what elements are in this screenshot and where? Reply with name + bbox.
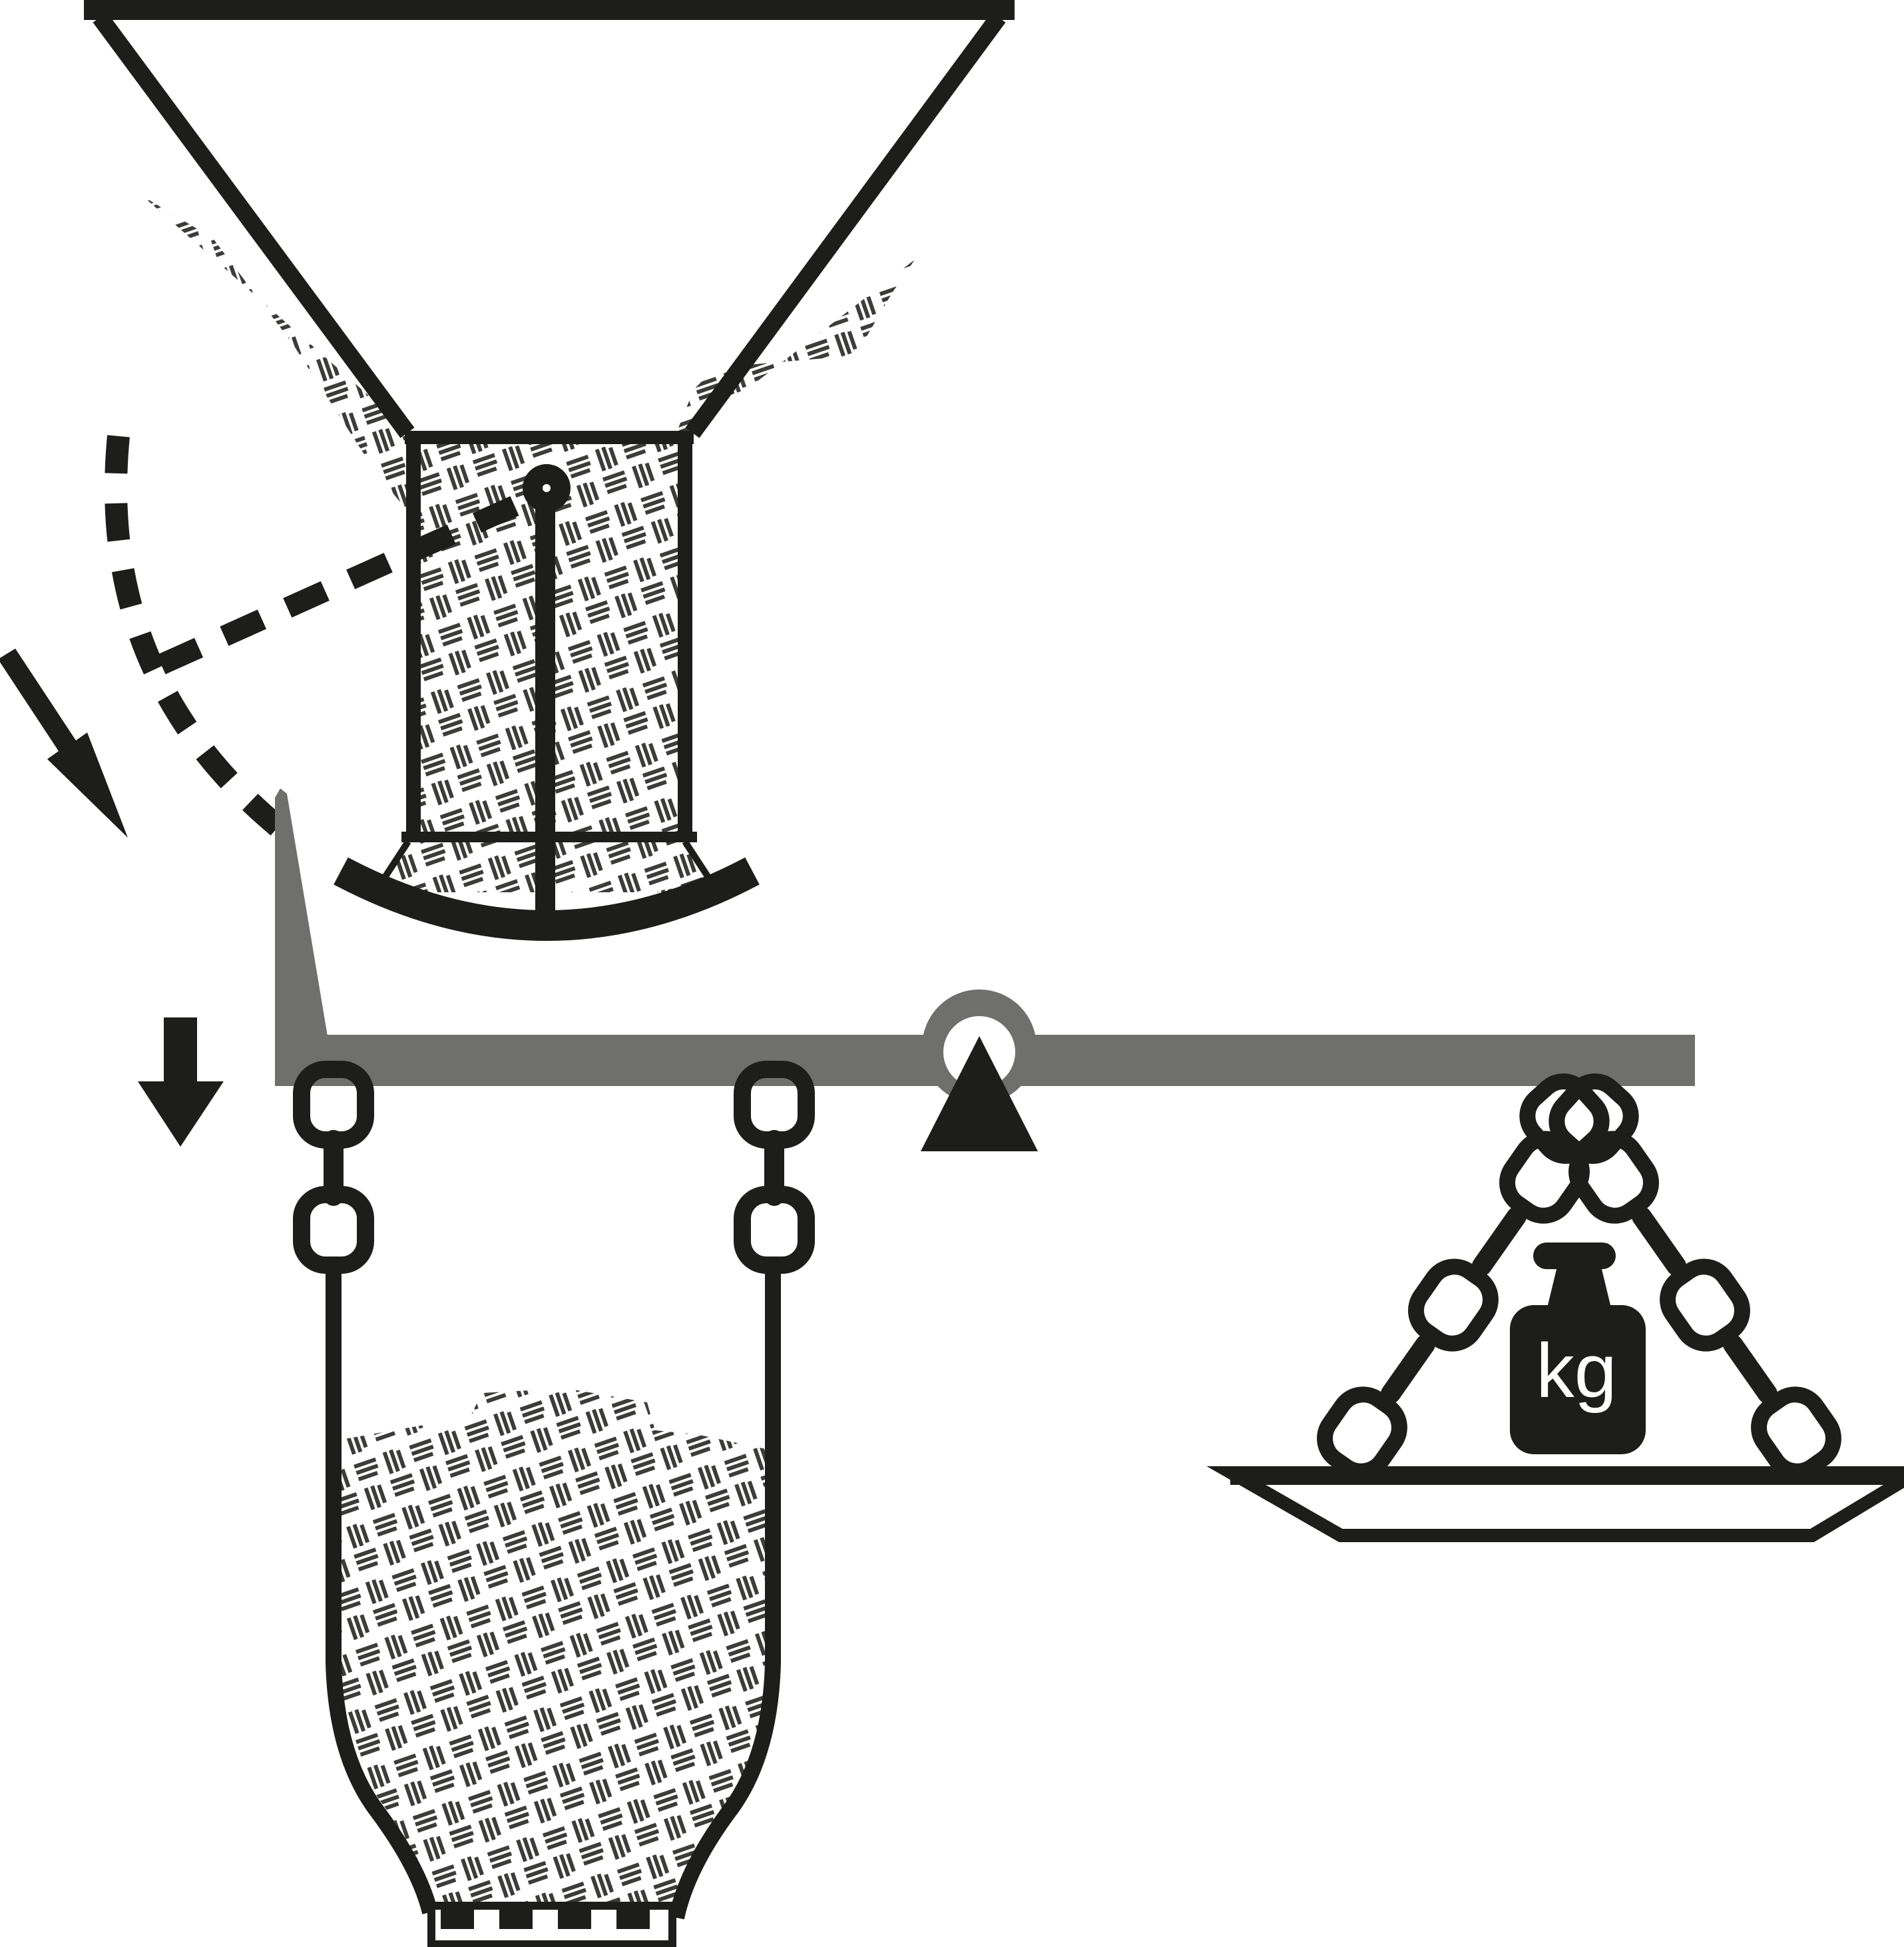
bag-material — [341, 1388, 766, 1906]
chain-link — [1472, 1207, 1527, 1276]
chain-link — [1751, 1386, 1841, 1480]
hopper-rim — [84, 0, 1015, 20]
chain-link — [1408, 1258, 1499, 1352]
chain-link — [1499, 1131, 1590, 1224]
gate-motion — [0, 435, 529, 840]
hopper-wall-left — [93, 12, 415, 438]
kg-weight-neck — [1547, 1264, 1611, 1308]
kg-weight: kg — [1510, 1243, 1646, 1454]
beam-drop-arrow — [138, 1017, 224, 1147]
bag-side-left — [326, 1260, 438, 1914]
chain-link — [1381, 1334, 1435, 1404]
counterweight-hanger — [1317, 1073, 1841, 1480]
chain-link — [1568, 1131, 1659, 1224]
chain-link — [1317, 1386, 1407, 1480]
gate-swing-path-dashed-arc — [105, 435, 290, 840]
gate — [334, 464, 760, 941]
kg-weight-body — [1510, 1305, 1646, 1454]
material-flow-arrow — [0, 649, 128, 838]
bag-chain-front — [293, 1061, 374, 1274]
kg-weight-handle — [1533, 1243, 1616, 1269]
hopper-wall-right — [685, 12, 1006, 438]
chain-link — [1660, 1258, 1750, 1352]
weighing-pan — [1206, 1466, 1904, 1542]
gate-shutter-arc — [334, 857, 760, 941]
chain-link — [1632, 1207, 1686, 1276]
bag-side-right — [668, 1260, 781, 1920]
lever — [138, 788, 1695, 1151]
weighing-pan-top-edge — [1230, 1469, 1904, 1485]
bag — [326, 1260, 781, 1947]
chain-link — [1723, 1334, 1778, 1404]
bag-chain-rear — [734, 1061, 815, 1274]
fulcrum-triangle — [921, 1036, 1038, 1151]
kg-weight-label: kg — [1536, 1328, 1616, 1414]
lever-post — [275, 788, 328, 1036]
gate-pivot-hole — [543, 484, 551, 492]
